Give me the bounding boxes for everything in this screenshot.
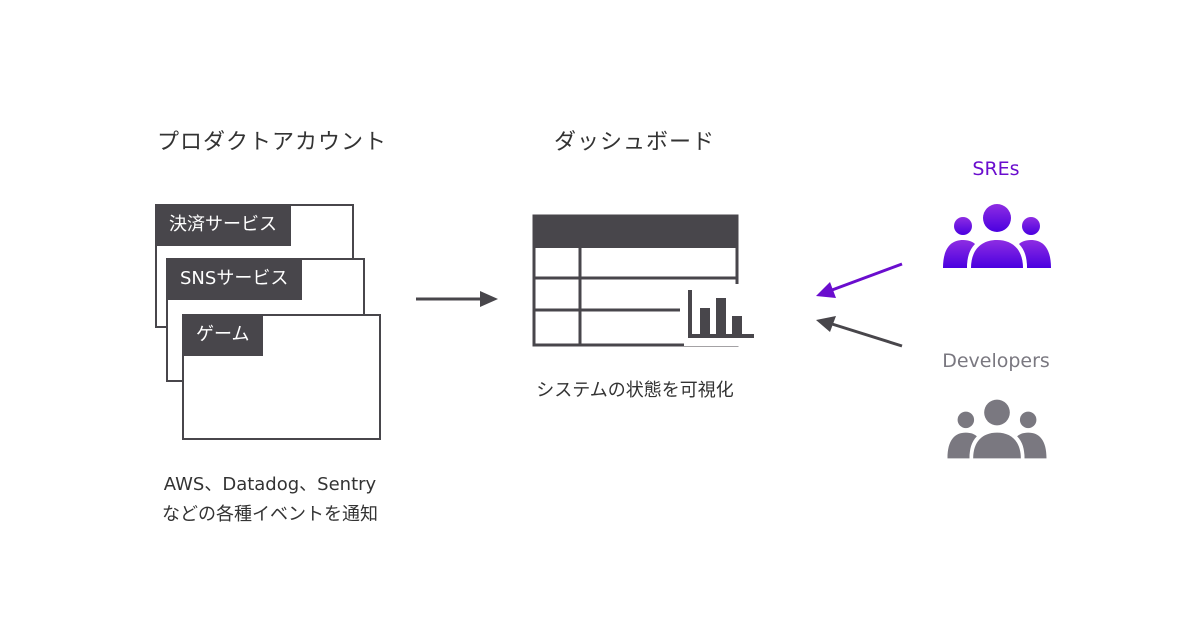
caption-line: AWS、Datadog、Sentry: [163, 474, 377, 495]
arrow-left-icon: [816, 262, 903, 348]
user-group-icon: [947, 399, 1047, 461]
user-group-icon: [943, 204, 1051, 270]
dashboard-title: ダッシュボード: [554, 130, 716, 155]
arrow-right-icon: [416, 291, 498, 307]
developers-label: Developers: [942, 350, 1050, 372]
account-card-label: 決済サービス: [155, 204, 291, 246]
account-card-label: SNSサービス: [166, 258, 303, 300]
sres-label: SREs: [972, 158, 1020, 180]
caption-line: などの各種イベントを通知: [162, 504, 378, 525]
dashboard-table-icon: [532, 214, 756, 347]
product-accounts-title: プロダクトアカウント: [157, 130, 388, 155]
dashboard-caption: システムの状態を可視化: [536, 380, 734, 401]
bar-chart-icon: [688, 290, 754, 338]
account-card-game: ゲーム: [182, 314, 381, 440]
account-card-label: ゲーム: [182, 314, 264, 356]
product-accounts-caption: AWS、Datadog、Sentry などの各種イベントを通知: [150, 470, 390, 530]
